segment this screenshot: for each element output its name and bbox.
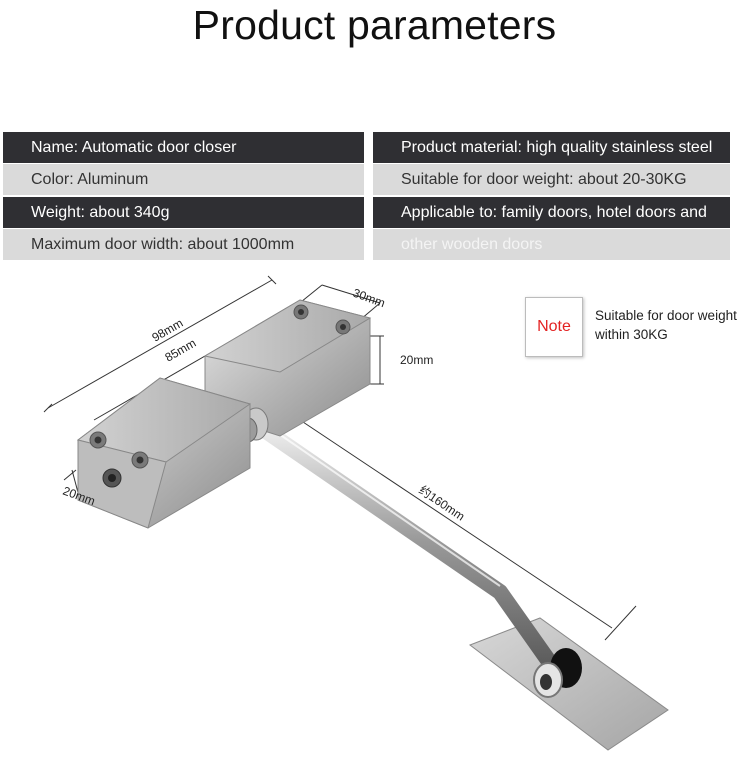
spec-max-door-width: Maximum door width: about 1000mm bbox=[3, 229, 364, 260]
dim-width: 30mm bbox=[351, 286, 387, 311]
dim-height: 20mm bbox=[400, 353, 433, 367]
note-text: Suitable for door weight within 30KG bbox=[595, 306, 749, 344]
note-line-1: Suitable for door weight bbox=[595, 308, 737, 323]
spec-door-weight: Suitable for door weight: about 20-30KG bbox=[373, 164, 730, 195]
door-closer-illustration: 98mm 85mm 30mm 20mm 20mm 约160mm bbox=[43, 275, 669, 751]
spec-material: Product material: high quality stainless… bbox=[373, 132, 730, 163]
spec-applicable: Applicable to: family doors, hotel doors… bbox=[373, 197, 730, 228]
note-line-2: within 30KG bbox=[595, 327, 668, 342]
note-badge: Note bbox=[525, 297, 583, 357]
spec-weight: Weight: about 340g bbox=[3, 197, 364, 228]
spec-applicable-cont: other wooden doors bbox=[373, 229, 730, 260]
page-title: Product parameters bbox=[192, 2, 557, 48]
dim-length-inner: 85mm bbox=[163, 336, 199, 365]
spec-name: Name: Automatic door closer bbox=[3, 132, 364, 163]
spec-color: Color: Aluminum bbox=[3, 164, 364, 195]
